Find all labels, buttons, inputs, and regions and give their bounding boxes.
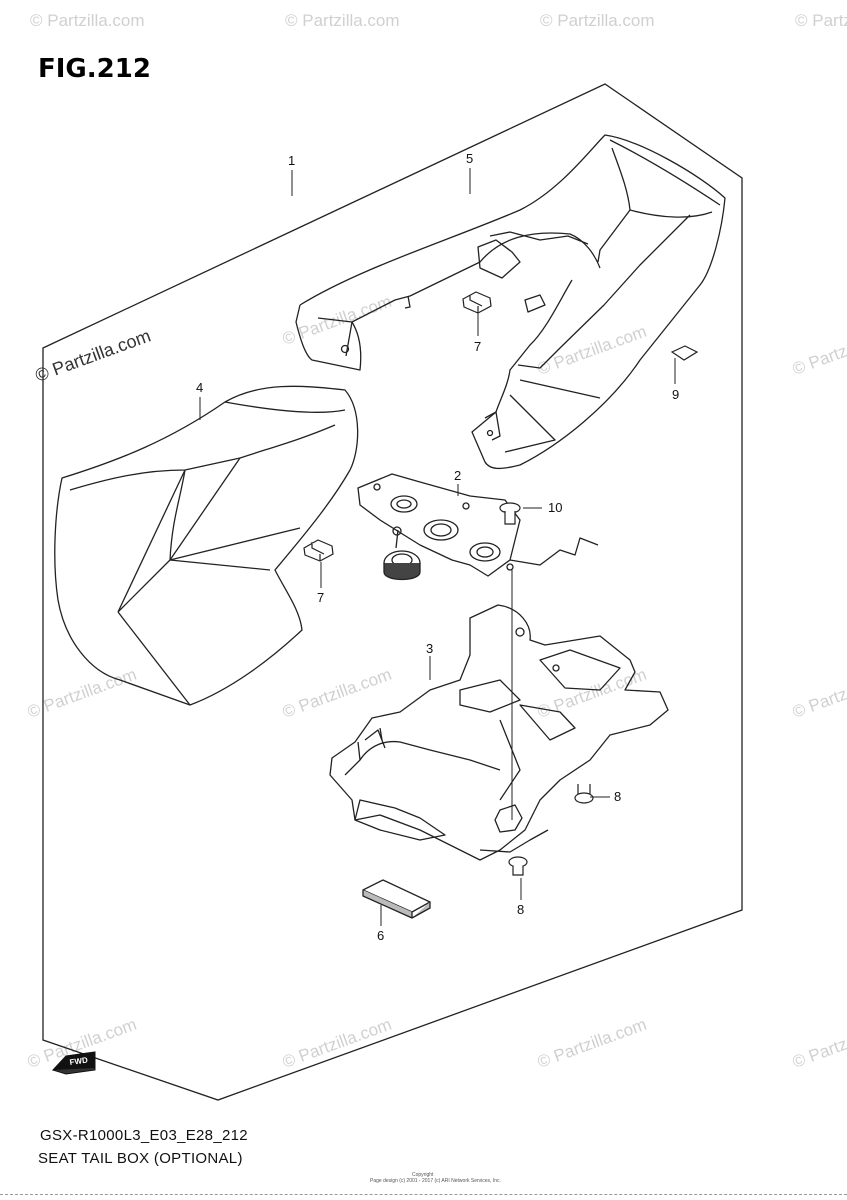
watermark: © Partzilla.com — [540, 11, 655, 30]
leader-lines — [199, 168, 676, 926]
watermark: © Partzilla.com — [30, 11, 145, 30]
watermark: © Partzilla.com — [280, 665, 394, 722]
part-8-bolt-lower — [508, 856, 528, 876]
watermark: © Partz — [795, 11, 847, 30]
callout-1: 1 — [288, 153, 295, 168]
watermark: © Partz — [790, 684, 847, 721]
part-6-pad — [362, 879, 431, 919]
part-7-clip-nut-upper — [462, 291, 492, 314]
callout-4: 4 — [196, 380, 203, 395]
watermark: © Partz — [790, 1034, 847, 1071]
figure-title: FIG.212 — [38, 54, 151, 84]
part-4-seat-cushion — [54, 385, 359, 706]
part-3-base-bracket — [329, 604, 669, 861]
watermark: © Partzilla.com — [535, 1015, 649, 1072]
callout-5: 5 — [466, 151, 473, 166]
callout-labels: 1 5 7 9 4 2 10 7 3 8 8 6 — [196, 151, 679, 943]
watermark: © Partzilla.com — [285, 11, 400, 30]
part-10-screw — [499, 502, 521, 525]
part-5-tail-cover — [295, 134, 726, 470]
callout-3: 3 — [426, 641, 433, 656]
callout-8-right: 8 — [614, 789, 621, 804]
callout-2: 2 — [454, 468, 461, 483]
watermark-prominent: © Partzilla.com — [33, 325, 154, 385]
watermark: © Partzilla.com — [280, 1015, 394, 1072]
part-8-bolt-right — [574, 784, 594, 804]
callout-7-upper: 7 — [474, 339, 481, 354]
watermark: © Partzilla.com — [535, 322, 649, 379]
fwd-label: FWD — [69, 1056, 89, 1067]
part-2-mounting-plate — [357, 473, 599, 577]
callout-7-lower: 7 — [317, 590, 324, 605]
copyright-label: Copyright — [412, 1172, 434, 1178]
bottom-divider — [0, 1194, 847, 1195]
callout-10: 10 — [548, 500, 562, 515]
callout-6: 6 — [377, 928, 384, 943]
copyright-line: Page design (c) 2001 - 2017 (c) ARI Netw… — [370, 1178, 501, 1184]
callout-9: 9 — [672, 387, 679, 402]
forward-direction-arrow: FWD — [51, 1051, 96, 1075]
callout-8-lower: 8 — [517, 902, 524, 917]
grommet — [383, 550, 421, 581]
part-7-clip-nut-lower — [303, 539, 334, 562]
assembly-frame — [42, 83, 743, 1101]
model-code: GSX-R1000L3_E03_E28_212 — [40, 1127, 248, 1144]
figure-caption: SEAT TAIL BOX (OPTIONAL) — [38, 1150, 243, 1167]
part-9-pad — [670, 345, 699, 361]
watermark: © Partz — [790, 341, 847, 378]
watermark-layer: © Partzilla.com © Partzilla.com © Partzi… — [25, 11, 847, 1072]
watermark: © Partzilla.com — [25, 665, 139, 722]
